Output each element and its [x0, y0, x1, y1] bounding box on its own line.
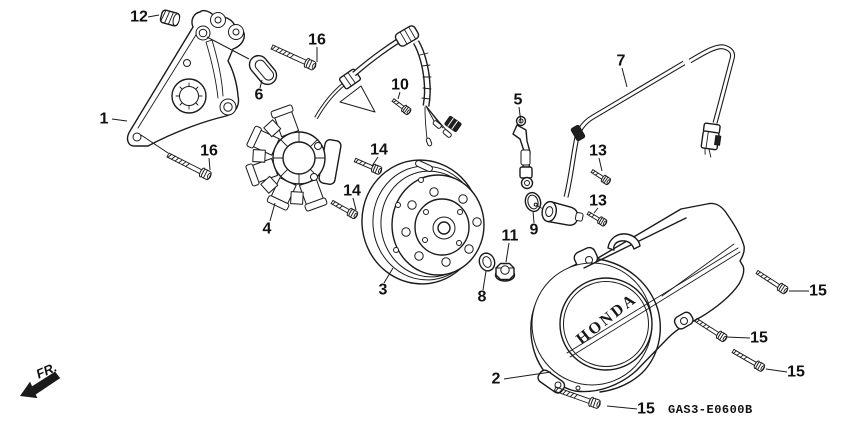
- callout-leader-2: [503, 371, 552, 380]
- part-5-lever: [512, 115, 534, 190]
- callout-11: 11: [502, 228, 519, 245]
- part-13-bolt-1: [589, 167, 613, 187]
- part-15-bolt-3: [730, 346, 767, 373]
- assembly-leader-lines: [140, 36, 250, 154]
- callout-leader-7: [621, 67, 628, 88]
- part-8-washer: [478, 252, 496, 272]
- callout-15c: 15: [787, 364, 805, 381]
- callout-leader-13b: [593, 207, 599, 214]
- part-15-bolt-2: [693, 315, 729, 344]
- callout-leader-11: [505, 242, 510, 263]
- callout-leader-10: [397, 91, 401, 100]
- callout-10: 10: [391, 77, 409, 94]
- part-6-bush: [248, 54, 278, 86]
- diagram-code: GAS3-E0600B: [668, 403, 753, 417]
- part-7-tube: [563, 44, 736, 198]
- callout-3: 3: [379, 282, 388, 299]
- part-10-bolt: [390, 96, 413, 117]
- callout-leader-9: [532, 210, 535, 224]
- callout-leader-8: [482, 270, 487, 291]
- fr-direction-arrow: FR.: [20, 359, 61, 399]
- callout-4: 4: [263, 221, 272, 238]
- part-14-bolt-1: [352, 155, 384, 176]
- callout-16b: 16: [200, 143, 218, 160]
- callout-leader-16b: [208, 157, 211, 171]
- part-13-bolt-2: [585, 209, 609, 228]
- part-9-oring: [524, 191, 542, 213]
- callout-leader-1: [111, 118, 128, 122]
- callout-5: 5: [514, 92, 523, 109]
- part-3-flywheel: [361, 159, 485, 285]
- callout-leader-15d: [606, 405, 638, 410]
- part-11-nut: [494, 262, 516, 282]
- part-14-bolt-2: [329, 197, 360, 221]
- callout-15d: 15: [637, 401, 655, 418]
- callout-leader-12: [147, 14, 160, 18]
- callout-15b: 15: [750, 330, 768, 347]
- callout-leader-15c: [765, 368, 788, 373]
- callout-leader-15b: [725, 336, 751, 339]
- callout-leader-4: [269, 202, 276, 222]
- callout-16a: 16: [308, 32, 326, 49]
- callout-6: 6: [255, 87, 264, 104]
- callout-8: 8: [478, 289, 487, 306]
- part-12-collar: [159, 9, 181, 27]
- callout-leader-13a: [598, 157, 603, 172]
- callout-leader-6: [259, 79, 263, 89]
- callout-9: 9: [530, 222, 539, 239]
- switch-assembly: [533, 200, 584, 226]
- part-4-stator: [245, 104, 342, 212]
- callout-leader-14b: [352, 197, 357, 211]
- callout-1: 1: [100, 111, 109, 128]
- callout-2: 2: [492, 371, 501, 388]
- callout-13b: 13: [589, 193, 607, 210]
- callout-14a: 14: [370, 142, 388, 159]
- part-15-bolt-1: [754, 267, 790, 296]
- callout-12: 12: [130, 9, 148, 26]
- stator-wire-harness: [314, 25, 462, 147]
- callout-leader-5: [518, 106, 522, 124]
- part-2-crankcase-cover: HONDA: [530, 202, 745, 394]
- part-1-mounting-plate: [126, 10, 245, 147]
- callout-leader-3: [383, 267, 394, 284]
- callout-15a: 15: [809, 283, 827, 300]
- callout-leader-14a: [371, 156, 379, 167]
- callout-14b: 14: [343, 183, 361, 200]
- callout-7: 7: [617, 53, 626, 70]
- callout-13a: 13: [589, 143, 607, 160]
